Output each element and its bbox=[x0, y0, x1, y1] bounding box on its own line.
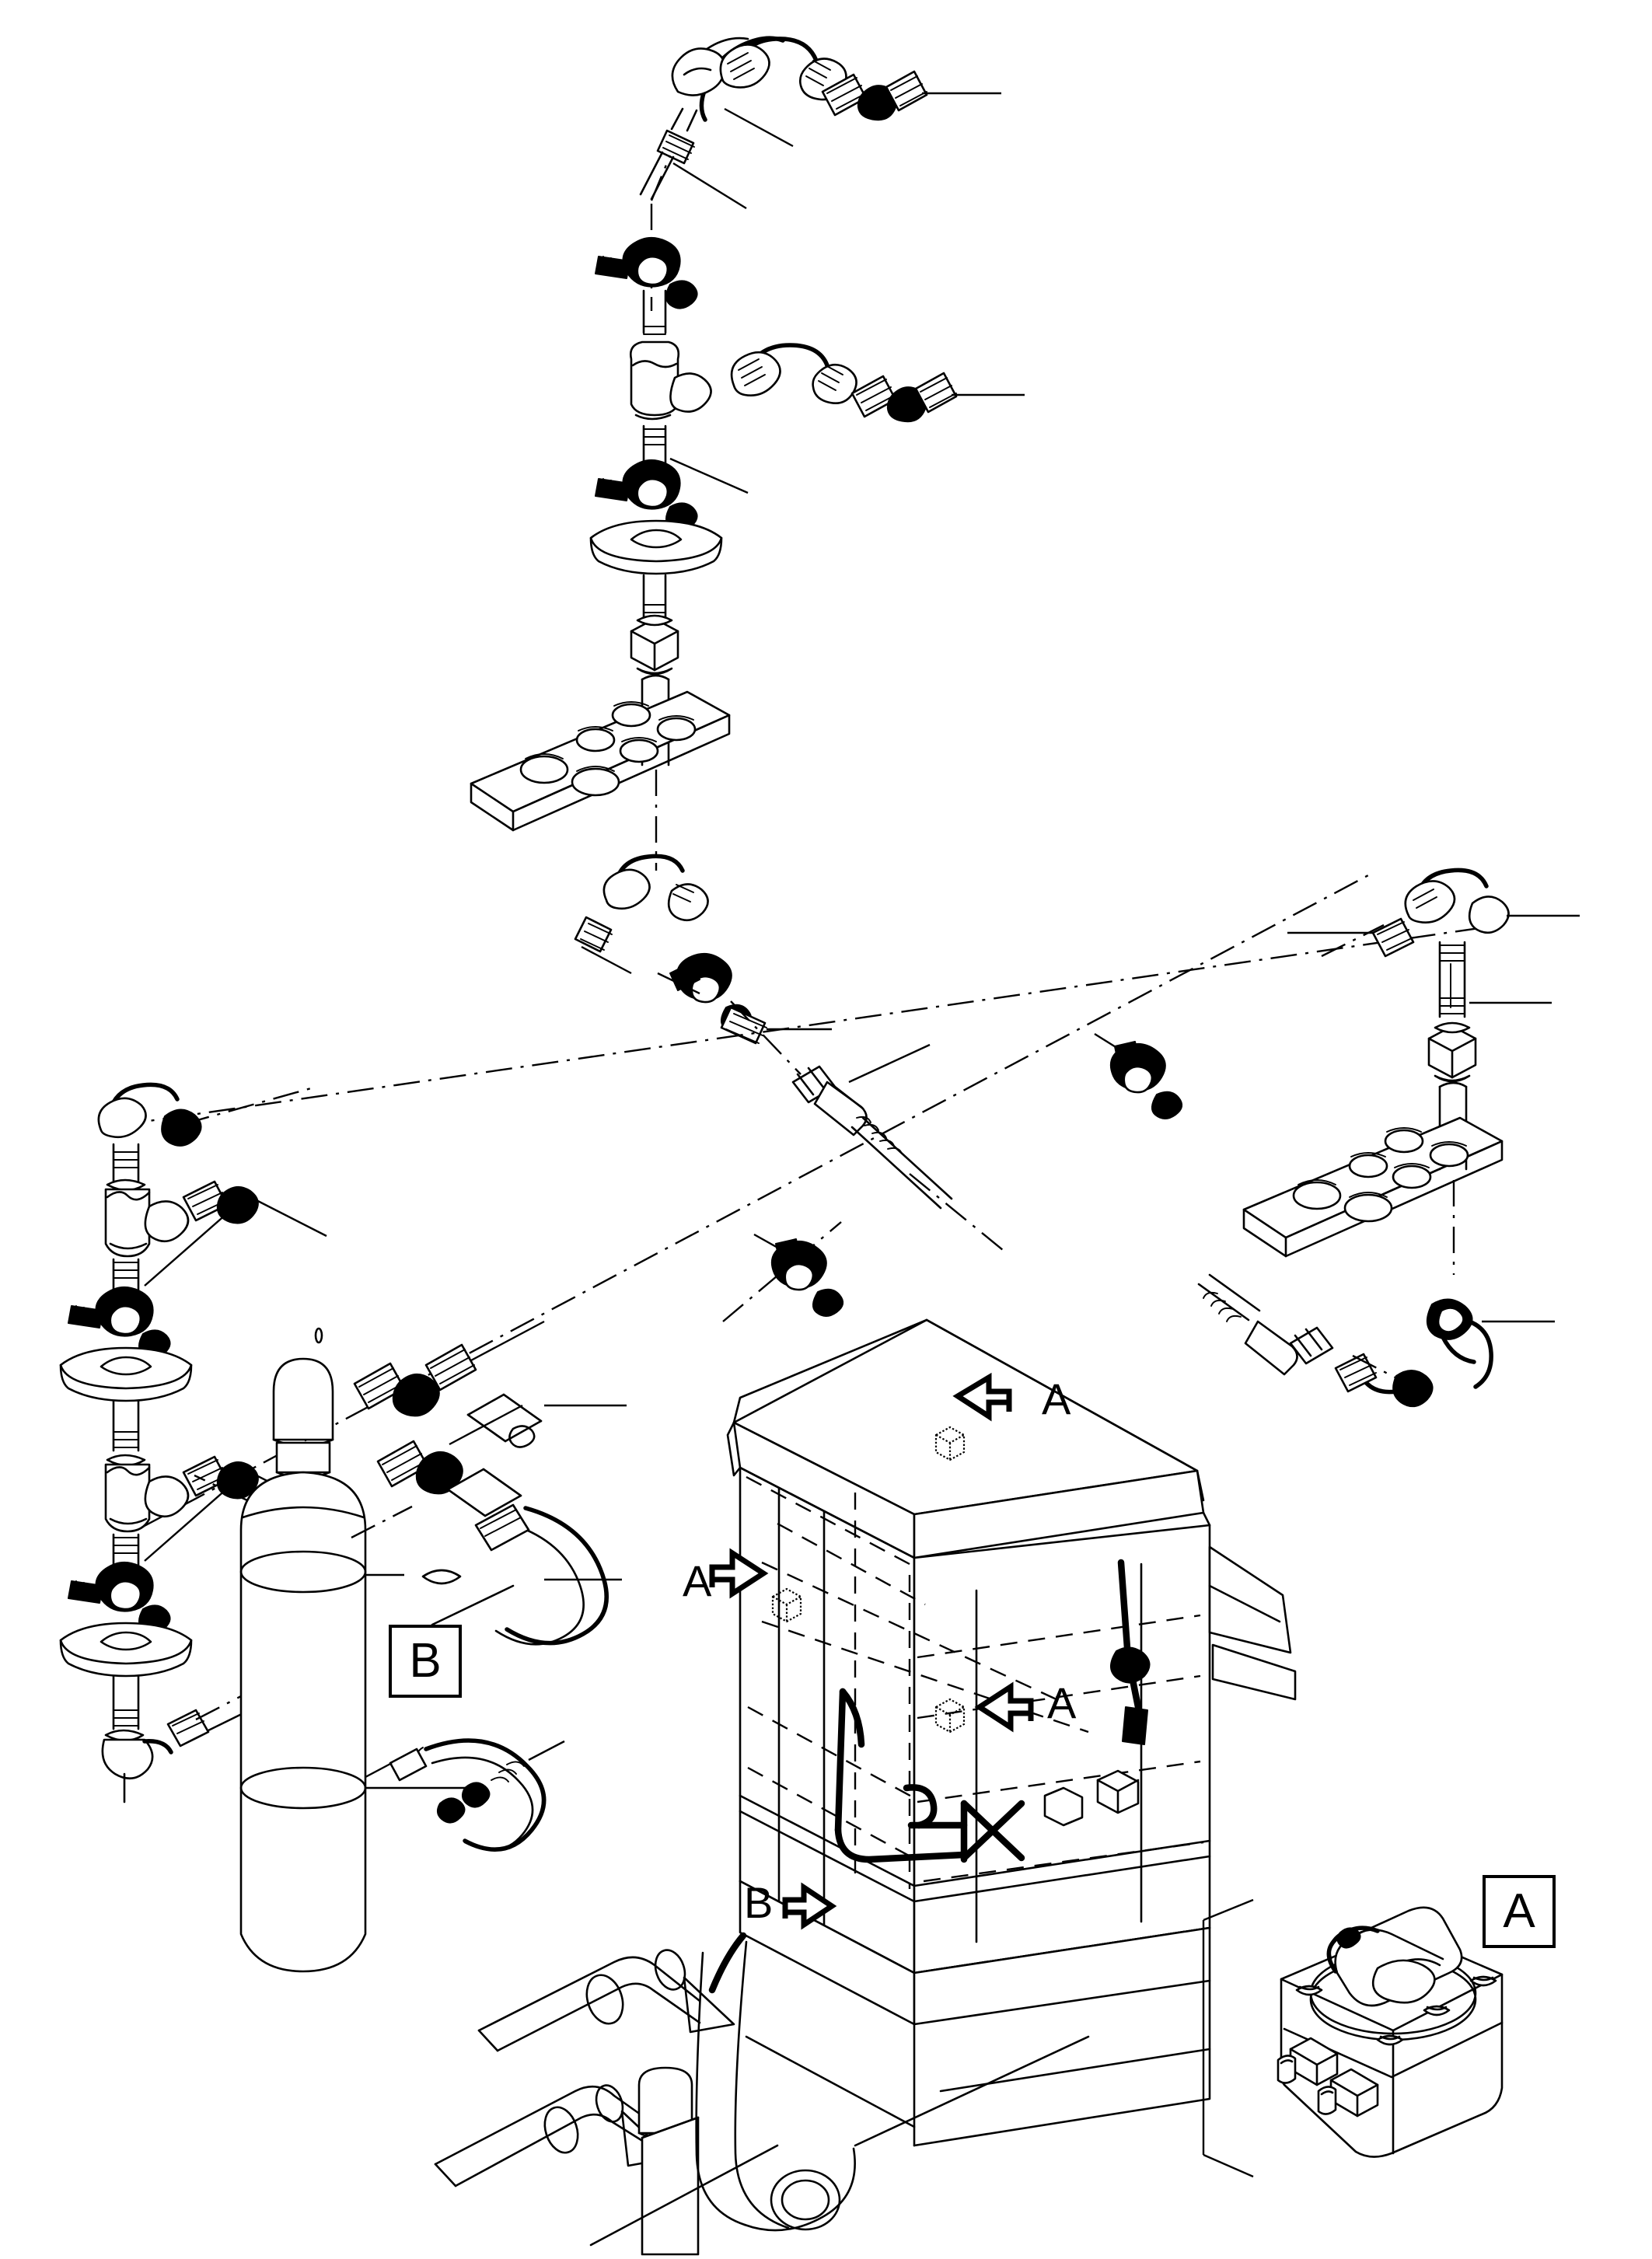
braided-hose bbox=[421, 1503, 622, 1646]
grommet-washer bbox=[59, 1346, 193, 1402]
tee-fitting bbox=[104, 1178, 190, 1258]
machine-frame bbox=[434, 1940, 1211, 2256]
callout-arrows bbox=[709, 1372, 1034, 1930]
detail-a-view bbox=[1202, 1898, 1504, 2178]
hex-nut-target bbox=[771, 1587, 802, 1623]
arrow-b-lower bbox=[782, 1882, 837, 1930]
hex-coupling bbox=[466, 1393, 543, 1448]
arrow-label-text: A bbox=[683, 1556, 712, 1605]
hex-nut-target bbox=[934, 1698, 966, 1734]
right-column-line bbox=[1094, 868, 1580, 1408]
mounting-plate-left bbox=[470, 690, 731, 832]
detail-a-box: A bbox=[1483, 1875, 1556, 1948]
cable-gland bbox=[1277, 2037, 1339, 2086]
arrow-label-a-left: A bbox=[683, 1559, 711, 1603]
arrow-a-middle bbox=[974, 1681, 1034, 1733]
arrow-label-text: A bbox=[1042, 1374, 1071, 1423]
hex-nut-targets bbox=[771, 1426, 966, 1734]
hose-clamp bbox=[595, 459, 698, 532]
hex-nut-target bbox=[934, 1426, 966, 1461]
detail-b-box: B bbox=[389, 1625, 462, 1698]
hose-end-fitting bbox=[1197, 1273, 1334, 1376]
arrow-label-text: B bbox=[744, 1878, 774, 1927]
small-hose-loop bbox=[365, 1738, 565, 1852]
arrow-label-a-middle: A bbox=[1047, 1681, 1076, 1725]
cable-gland bbox=[1317, 2068, 1379, 2118]
arrow-label-b-lower: B bbox=[744, 1881, 773, 1925]
center-cross-line bbox=[116, 854, 1501, 1530]
detail-b-label: B bbox=[409, 1634, 442, 1688]
tee-fitting bbox=[104, 1454, 190, 1533]
hex-coupling bbox=[446, 1468, 522, 1517]
arrow-a-top bbox=[952, 1372, 1012, 1422]
grommet-washer bbox=[59, 1622, 193, 1678]
arrow-label-text: A bbox=[1047, 1678, 1077, 1727]
mounting-plate-right bbox=[1242, 1116, 1504, 1258]
internal-bracket bbox=[834, 1688, 1025, 1863]
hose-clamp bbox=[595, 236, 698, 309]
arrow-a-left bbox=[709, 1548, 769, 1599]
hex-union bbox=[1427, 1021, 1477, 1083]
arrow-label-a-top: A bbox=[1042, 1377, 1070, 1421]
hose-end-fitting bbox=[791, 1065, 953, 1210]
detail-a-label: A bbox=[1503, 1884, 1535, 1938]
gas-cylinder bbox=[194, 1327, 485, 1973]
tube-clamp bbox=[1110, 1041, 1183, 1119]
tee-fitting bbox=[630, 340, 712, 421]
left-column-line bbox=[59, 1082, 335, 1803]
hex-union bbox=[630, 614, 679, 676]
hose-loop-left bbox=[353, 1320, 627, 1852]
grommet-washer bbox=[589, 519, 723, 575]
